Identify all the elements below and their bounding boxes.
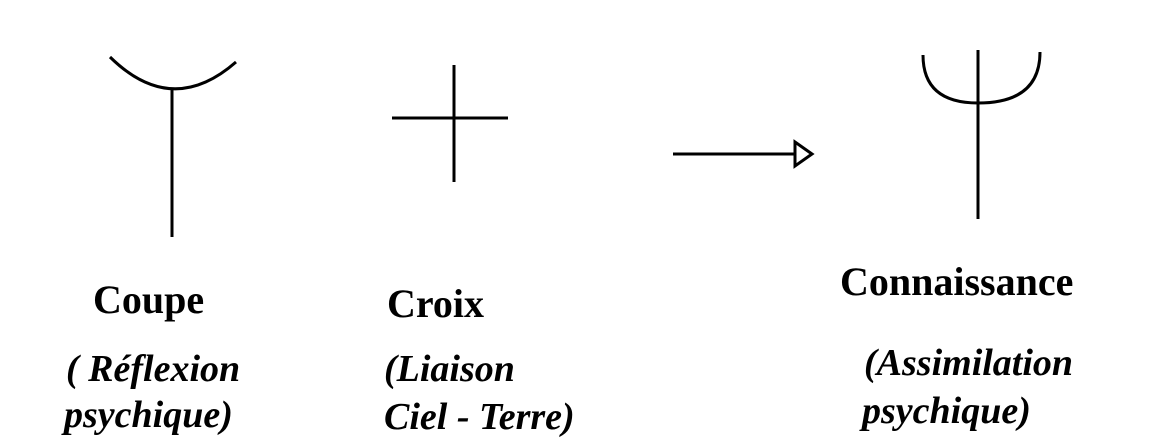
cup-arc — [108, 55, 237, 91]
cup-symbol — [108, 55, 237, 237]
cross-symbol — [392, 65, 508, 182]
cup-title: Coupe — [93, 277, 205, 322]
cross-description-line2: Ciel - Terre) — [384, 396, 575, 438]
arrow-head — [793, 139, 815, 169]
knowledge-arc — [921, 51, 1042, 105]
knowledge-description-line1: (Assimilation — [864, 342, 1074, 384]
arrow-icon — [673, 139, 815, 169]
cup-description-line2: psychique) — [64, 394, 233, 436]
cross-description-line1: (Liaison — [384, 348, 515, 390]
knowledge-title: Connaissance — [840, 259, 1074, 304]
cross-title: Croix — [387, 281, 485, 326]
knowledge-symbol — [921, 50, 1042, 219]
knowledge-description-line2: psychique) — [862, 390, 1031, 432]
cup-description-line1: ( Réflexion — [66, 348, 241, 390]
